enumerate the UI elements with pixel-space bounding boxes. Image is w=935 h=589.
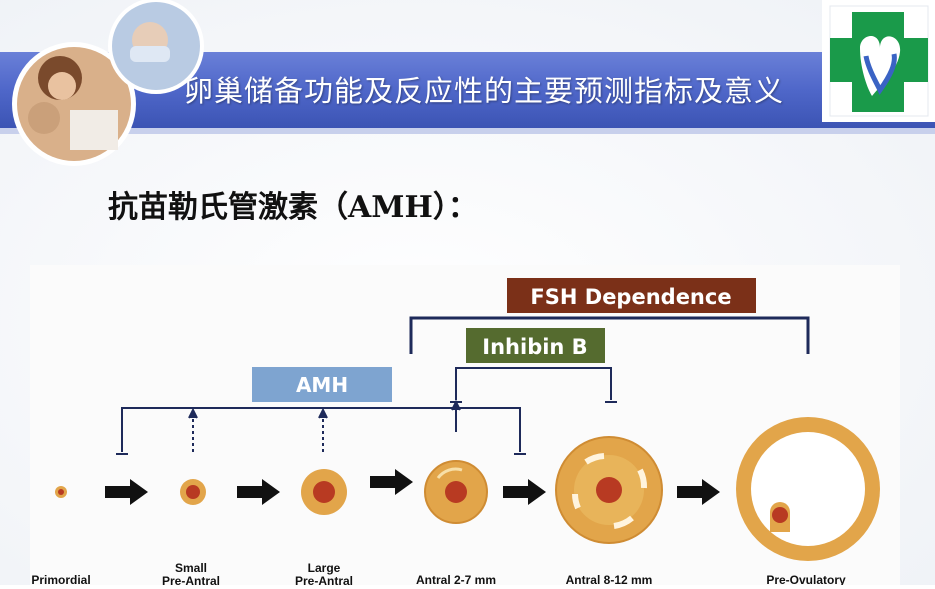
fsh-label: FSH Dependence — [530, 285, 731, 309]
arrow-3 — [370, 469, 413, 495]
stage-antral-8-12-label: Antral 8-12 mm — [566, 573, 653, 585]
stage-antral-2-7-label: Antral 2-7 mm — [416, 573, 496, 585]
stage-large-preantral-line2: Pre-Antral — [295, 574, 353, 585]
stage-small-preantral-line1: Small — [175, 561, 207, 575]
photo-mother-face — [48, 72, 76, 100]
stage-pre-ovulatory-label: Pre-Ovulatory — [766, 573, 846, 585]
inhibin-label: Inhibin B — [482, 335, 587, 359]
hospital-cross-heart-logo — [822, 0, 935, 122]
stage-small-preantral-line2: Pre-Antral — [162, 574, 220, 585]
stage-large-preantral-line1: Large — [308, 561, 341, 575]
amh-label-box: AMH — [252, 367, 392, 402]
amh-label: AMH — [296, 373, 348, 397]
arrow-2 — [237, 479, 280, 505]
follicle-pre-ovulatory — [736, 417, 880, 561]
photo-mother-coat — [70, 110, 118, 150]
arrow-4 — [503, 479, 546, 505]
logo-heart-stroke — [863, 53, 897, 95]
header-band-shadow — [0, 128, 935, 134]
growth-arrows — [105, 469, 720, 505]
photo-circles — [12, 0, 204, 166]
fsh-bracket — [409, 316, 810, 354]
inhibin-label-box: Inhibin B — [466, 328, 605, 363]
follicle-large-preantral — [301, 469, 347, 515]
arrow-5 — [677, 479, 720, 505]
amh-bracket — [116, 407, 526, 455]
follicle-small-preantral — [180, 479, 206, 505]
arrow-1 — [105, 479, 148, 505]
photo-child-face — [28, 102, 60, 134]
follicle-primordial — [55, 486, 67, 498]
follicle-antral-2-7 — [424, 460, 488, 524]
slide-title: 卵巢储备功能及反应性的主要预测指标及意义 — [184, 74, 785, 108]
slide-subtitle: 抗苗勒氏管激素（AMH）： — [108, 190, 478, 225]
photo-doctor-mask — [130, 46, 170, 62]
stage-labels: Primordial Small Pre-Antral Large Pre-An… — [31, 561, 846, 588]
logo-heart — [860, 35, 901, 96]
stage-primordial-label: Primordial — [31, 573, 90, 585]
follicle-antral-8-12 — [555, 436, 663, 544]
fsh-label-box: FSH Dependence — [507, 278, 756, 313]
